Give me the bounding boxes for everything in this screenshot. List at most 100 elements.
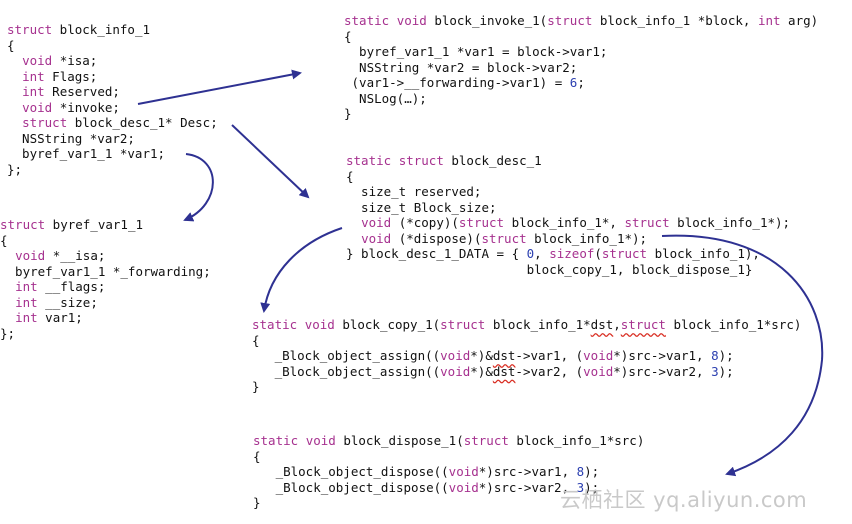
code-text: } block_desc_1_DATA = { xyxy=(346,246,527,261)
code-line: int var1; xyxy=(0,310,211,326)
code-text: ); xyxy=(584,479,600,495)
code-text: Flags; xyxy=(44,68,98,84)
keyword-token: void xyxy=(583,348,614,363)
code-line: (var1->__forwarding->var1) = 6; xyxy=(344,75,818,91)
number-token: 8 xyxy=(711,348,719,363)
code-text: byref_var1_1 *var1 = block->var1; xyxy=(344,44,608,59)
code-text: }; xyxy=(0,325,16,341)
code-line: byref_var1_1 *var1 = block->var1; xyxy=(344,44,818,60)
code-line: int __size; xyxy=(0,295,211,311)
code-line: byref_var1_1 *var1; xyxy=(7,146,218,162)
code-block-copy-1: static void block_copy_1(struct block_in… xyxy=(252,317,801,395)
code-text xyxy=(298,433,306,448)
code-line: struct block_desc_1* Desc; xyxy=(7,115,218,131)
code-line: } xyxy=(252,379,801,395)
code-text: (var1->__forwarding->var1) = xyxy=(344,75,570,90)
keyword-token: struct xyxy=(601,246,648,261)
code-line: int __flags; xyxy=(0,279,211,295)
code-text: __size; xyxy=(37,294,98,310)
keyword-token: void xyxy=(305,433,336,448)
code-text: NSString *var2 = block->var2; xyxy=(344,59,578,75)
code-text: *)& xyxy=(470,348,493,363)
code-text: *isa; xyxy=(52,53,98,68)
number-token: 3 xyxy=(576,479,585,495)
code-text xyxy=(0,248,15,263)
code-text: _Block_object_dispose(( xyxy=(253,479,449,495)
code-text: NSString *var2; xyxy=(7,130,135,146)
code-line: NSLog(…); xyxy=(344,91,818,107)
code-line: int Flags; xyxy=(7,69,218,85)
code-text: }; xyxy=(7,161,23,177)
code-text: block_info_1*, xyxy=(504,215,625,230)
code-text: block_info_1*); xyxy=(526,230,648,246)
code-text xyxy=(389,13,397,28)
code-text: block_copy_1, block_dispose_1} xyxy=(346,261,753,277)
keyword-token: void xyxy=(361,230,392,246)
code-text: , xyxy=(534,246,550,261)
keyword-token: static xyxy=(253,433,299,448)
code-line: _Block_object_assign((void*)&dst->var1, … xyxy=(252,348,801,364)
code-text xyxy=(7,53,22,68)
code-line: size_t reserved; xyxy=(346,184,790,200)
code-text: NSLog(…); xyxy=(344,90,427,106)
code-text xyxy=(0,295,15,310)
code-line: void *__isa; xyxy=(0,248,211,264)
number-token: 0 xyxy=(526,246,535,261)
code-text: *__isa; xyxy=(45,248,106,263)
keyword-token: int xyxy=(757,13,781,28)
code-text: _Block_object_assign(( xyxy=(252,363,441,379)
code-line: _Block_object_assign((void*)&dst->var2, … xyxy=(252,364,801,380)
code-line: { xyxy=(344,29,818,45)
code-text: } xyxy=(344,106,352,121)
code-text: _Block_object_dispose(( xyxy=(253,464,449,479)
code-text xyxy=(7,100,22,115)
code-block-desc-1: static struct block_desc_1{ size_t reser… xyxy=(346,153,790,277)
code-text: (*dispose)( xyxy=(391,230,482,246)
keyword-token: int xyxy=(22,84,45,99)
code-text: block_info_1 *block, xyxy=(592,13,758,28)
arrow-desc-to-block-desc xyxy=(231,124,310,199)
keyword-token: void xyxy=(361,215,392,230)
keyword-token: struct xyxy=(547,13,593,28)
keyword-token: void xyxy=(448,464,479,479)
code-text: *)src->var2, xyxy=(478,479,577,495)
code-text: { xyxy=(344,28,352,44)
code-text: block_info_1* xyxy=(485,317,591,332)
code-text: { xyxy=(346,168,354,184)
code-text xyxy=(0,310,15,325)
keyword-token: struct xyxy=(0,217,46,232)
keyword-token: int xyxy=(15,294,38,310)
code-line: static void block_invoke_1(struct block_… xyxy=(344,13,818,29)
code-line: } block_desc_1_DATA = { 0, sizeof(struct… xyxy=(346,246,790,262)
keyword-token: void xyxy=(583,363,614,379)
keyword-token: void xyxy=(440,348,471,363)
code-text: , xyxy=(613,317,621,332)
code-block-invoke-1: static void block_invoke_1(struct block_… xyxy=(344,13,818,122)
code-text xyxy=(7,69,22,84)
code-text: ); xyxy=(718,348,734,363)
code-line: { xyxy=(7,38,218,54)
keyword-token: void xyxy=(22,99,53,115)
code-line: struct block_info_1 xyxy=(7,22,218,38)
code-text: byref_var1_1 *_forwarding; xyxy=(0,263,211,279)
code-text: block_invoke_1( xyxy=(426,13,548,28)
code-text: byref_var1_1 *var1; xyxy=(7,146,166,161)
watermark: 云栖社区 yq.aliyun.com xyxy=(560,488,808,512)
code-line: static struct block_desc_1 xyxy=(346,153,790,169)
code-line: NSString *var2 = block->var2; xyxy=(344,60,818,76)
code-text: { xyxy=(253,448,261,464)
keyword-token: static xyxy=(252,317,298,332)
keyword-token: void xyxy=(440,363,471,379)
code-text: ; xyxy=(577,75,585,90)
number-token: 8 xyxy=(576,464,585,479)
code-line: byref_var1_1 *_forwarding; xyxy=(0,264,211,280)
code-text: { xyxy=(7,37,15,53)
code-line: }; xyxy=(7,162,218,178)
code-line: int Reserved; xyxy=(7,84,218,100)
code-text: ); xyxy=(718,363,734,379)
code-line: _Block_object_dispose((void*)src->var2, … xyxy=(253,480,644,496)
code-line: { xyxy=(0,233,211,249)
code-line: static void block_dispose_1(struct block… xyxy=(253,433,644,449)
code-text: block_info_1 xyxy=(52,22,150,37)
code-text: block_info_1*src) xyxy=(508,433,645,448)
